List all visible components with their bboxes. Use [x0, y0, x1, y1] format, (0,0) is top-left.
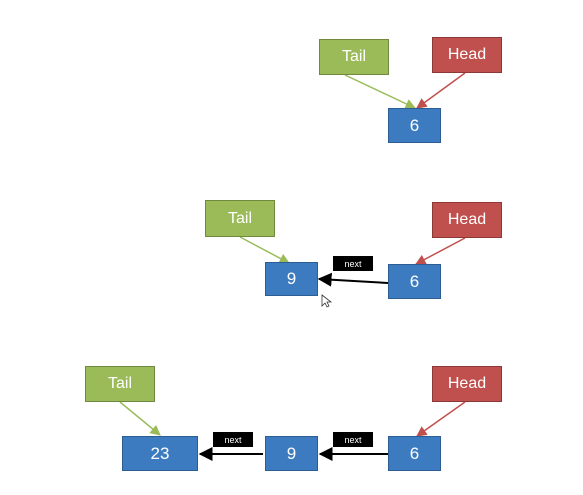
mouse-cursor-icon	[321, 294, 333, 308]
next-pointer-arrow	[317, 272, 389, 287]
head-pointer-arrow	[415, 237, 466, 265]
next-tag: next	[333, 432, 373, 447]
head-label: Head	[432, 366, 502, 402]
head-pointer-arrow	[416, 401, 466, 437]
list-node: 9	[265, 262, 318, 296]
list-node: 6	[388, 264, 441, 299]
list-node: 6	[388, 436, 441, 471]
list-node: 23	[122, 436, 198, 471]
next-tag: next	[213, 432, 253, 447]
next-tag: next	[333, 256, 373, 271]
tail-pointer-arrow	[239, 236, 290, 264]
tail-pointer-arrow	[119, 401, 161, 436]
head-pointer-arrow	[416, 72, 466, 109]
list-node: 9	[265, 436, 318, 471]
tail-label: Tail	[319, 39, 389, 75]
head-label: Head	[432, 202, 502, 238]
tail-label: Tail	[85, 366, 155, 402]
tail-label: Tail	[205, 200, 275, 237]
head-label: Head	[432, 37, 502, 73]
tail-pointer-arrow	[344, 74, 416, 109]
list-node: 6	[388, 108, 441, 143]
